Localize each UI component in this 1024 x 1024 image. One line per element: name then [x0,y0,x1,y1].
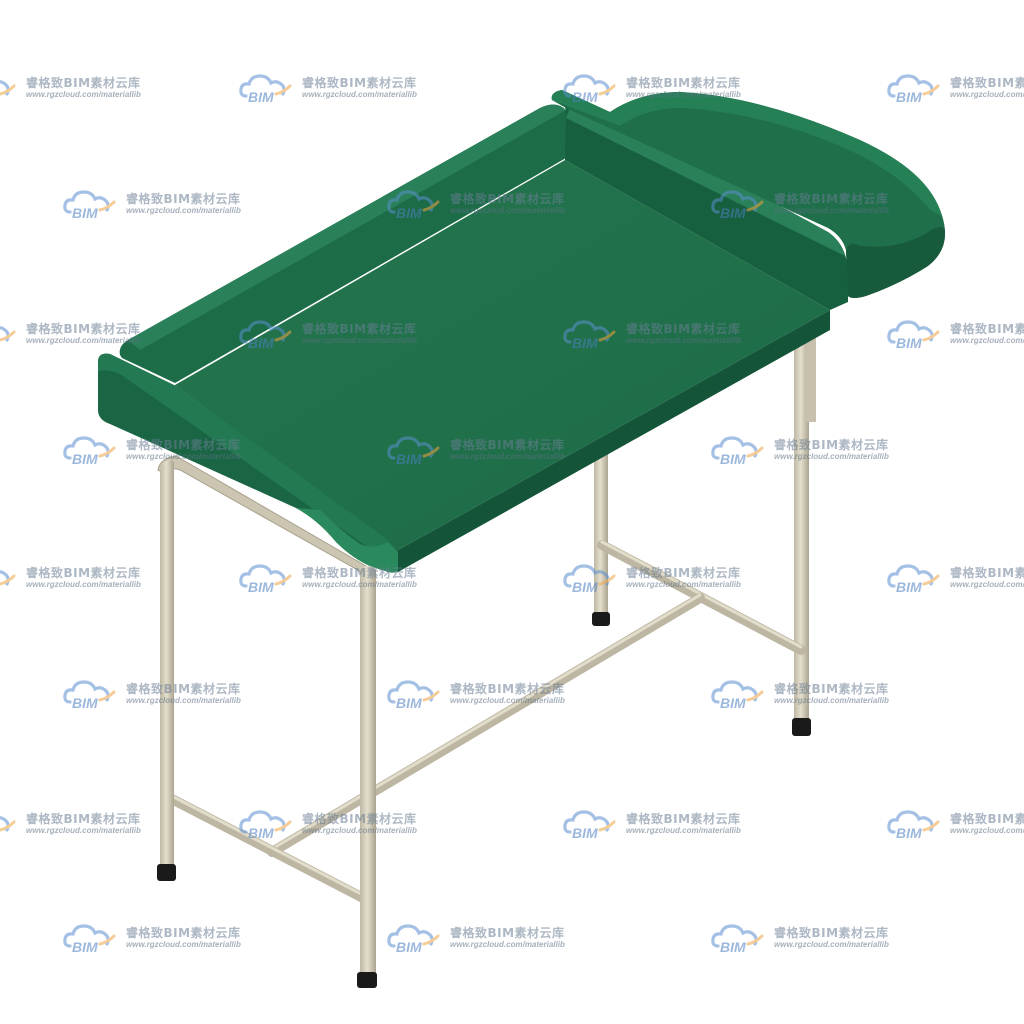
changing-pad [98,90,946,573]
front-legs [157,460,377,988]
back-right-leg [794,330,809,720]
front-left-leg [160,460,174,866]
front-right-foot [357,972,377,988]
front-left-foot [157,864,176,881]
frame-crossbars [161,540,806,905]
pad-surface [175,160,830,550]
back-right-foot [792,718,811,736]
crossbar-long [267,593,705,857]
pad-back-raised-side [119,104,567,383]
back-left-leg [594,448,608,618]
pad-right-edge [398,310,830,572]
front-right-leg [360,565,376,974]
crossbar-left-side [161,791,372,905]
back-left-foot [592,612,610,626]
back-right-leg-upper [806,332,816,422]
